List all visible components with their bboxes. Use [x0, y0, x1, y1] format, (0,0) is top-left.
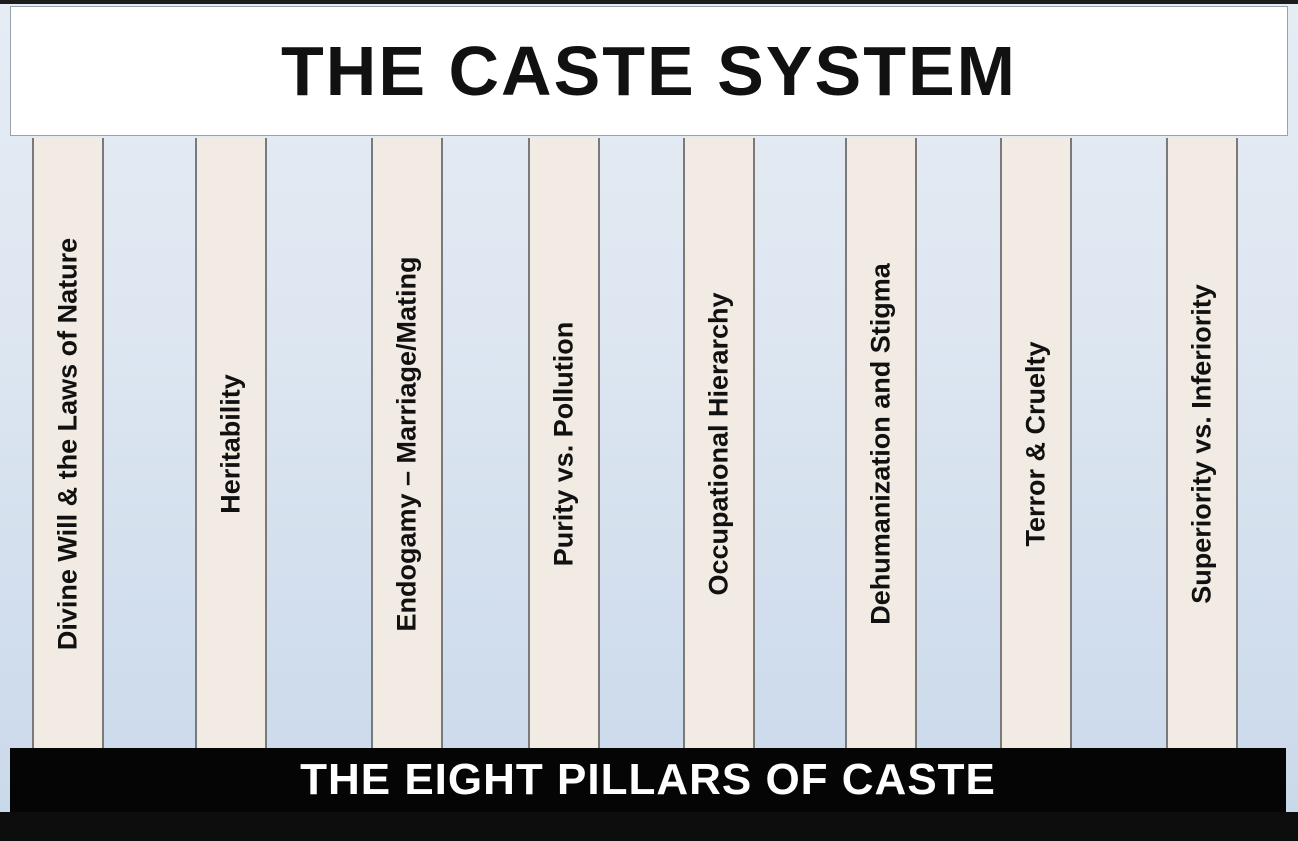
pillar-3: Endogamy – Marriage/Mating — [371, 138, 443, 750]
pillar-4: Purity vs. Pollution — [528, 138, 600, 750]
pillar-label: Heritability — [215, 374, 246, 514]
pillar-label: Endogamy – Marriage/Mating — [391, 256, 422, 632]
pillar-1: Divine Will & the Laws of Nature — [32, 138, 104, 750]
pillar-label: Purity vs. Pollution — [548, 321, 579, 567]
pillar-8: Superiority vs. Inferiority — [1166, 138, 1238, 750]
pillar-label: Occupational Hierarchy — [703, 292, 734, 596]
pillar-label: Dehumanization and Stigma — [865, 263, 896, 625]
pillar-label: Terror & Cruelty — [1020, 341, 1051, 547]
pillar-label: Divine Will & the Laws of Nature — [52, 237, 83, 651]
pillar-7: Terror & Cruelty — [1000, 138, 1072, 750]
base-label: THE EIGHT PILLARS OF CASTE — [300, 755, 996, 804]
pillar-6: Dehumanization and Stigma — [845, 138, 917, 750]
pillar-5: Occupational Hierarchy — [683, 138, 755, 750]
pillar-2: Heritability — [195, 138, 267, 750]
pillar-label: Superiority vs. Inferiority — [1186, 284, 1217, 604]
title-banner: THE CASTE SYSTEM — [10, 6, 1288, 136]
top-border — [0, 0, 1298, 4]
diagram-title: THE CASTE SYSTEM — [281, 32, 1017, 110]
base-banner: THE EIGHT PILLARS OF CASTE — [10, 748, 1286, 812]
bottom-border — [0, 812, 1298, 841]
